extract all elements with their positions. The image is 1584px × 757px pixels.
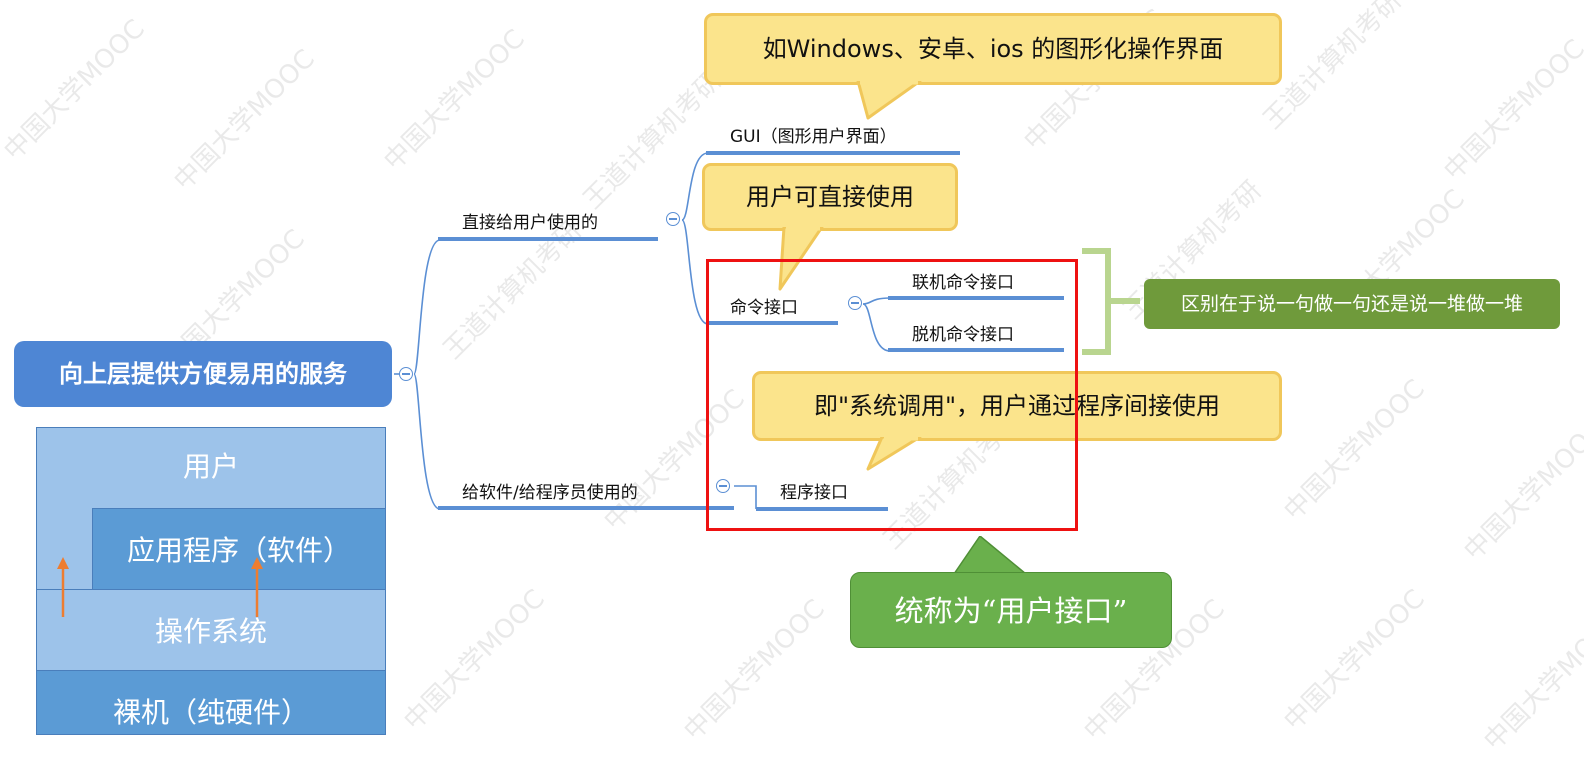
node-program-underline [756, 507, 888, 511]
mindmap-connectors [394, 152, 891, 510]
node-offline-underline [888, 348, 1064, 352]
layer-user: 用户 [182, 450, 239, 483]
node-gui[interactable]: GUI（图形用户界面） [730, 127, 897, 147]
node-command-interface[interactable]: 命令接口 [730, 298, 798, 318]
system-layers: 用户 应用程序（软件） 操作系统 裸机（纯硬件） [36, 427, 386, 735]
collapse-icon[interactable] [848, 296, 862, 310]
branch-direct-label[interactable]: 直接给用户使用的 [462, 213, 598, 233]
difference-note: 区别在于说一句做一句还是说一堆做一堆 [1144, 279, 1560, 329]
node-online-command[interactable]: 联机命令接口 [912, 273, 1014, 293]
callout-gui: 如Windows、安卓、ios 的图形化操作界面 [704, 13, 1282, 85]
layer-hardware: 裸机（纯硬件） [112, 696, 309, 729]
layer-operating-system: 操作系统 [154, 615, 267, 648]
summary-callout: 统称为“用户接口” [850, 572, 1172, 648]
bracket-icon [1082, 248, 1140, 355]
collapse-icon[interactable] [399, 367, 413, 381]
node-gui-underline [706, 151, 960, 155]
branch-program-label[interactable]: 给软件/给程序员使用的 [462, 483, 638, 503]
node-program-interface[interactable]: 程序接口 [780, 483, 848, 503]
root-node[interactable]: 向上层提供方便易用的服务 [14, 341, 392, 407]
layer-os-box [36, 589, 386, 671]
upward-arrow-icons [57, 557, 263, 617]
callout-command: 用户可直接使用 [702, 163, 958, 231]
callout-program: 即"系统调用"，用户通过程序间接使用 [752, 371, 1282, 441]
summary-tail [952, 536, 1029, 575]
layer-hardware-box [36, 670, 386, 735]
branch-direct-underline [438, 237, 658, 241]
interface-highlight-box [706, 259, 1078, 531]
callout-gui-tail [856, 81, 922, 120]
branch-program-underline [438, 506, 734, 510]
layer-application: 应用程序（软件） [126, 534, 351, 567]
callout-command-tail [778, 227, 824, 291]
node-offline-command[interactable]: 脱机命令接口 [912, 325, 1014, 345]
collapse-icon[interactable] [666, 212, 680, 226]
layer-app-box [92, 508, 386, 590]
collapse-icon[interactable] [716, 479, 730, 493]
node-online-underline [888, 296, 1064, 300]
node-command-underline [706, 321, 838, 325]
callout-program-tail [866, 437, 922, 471]
